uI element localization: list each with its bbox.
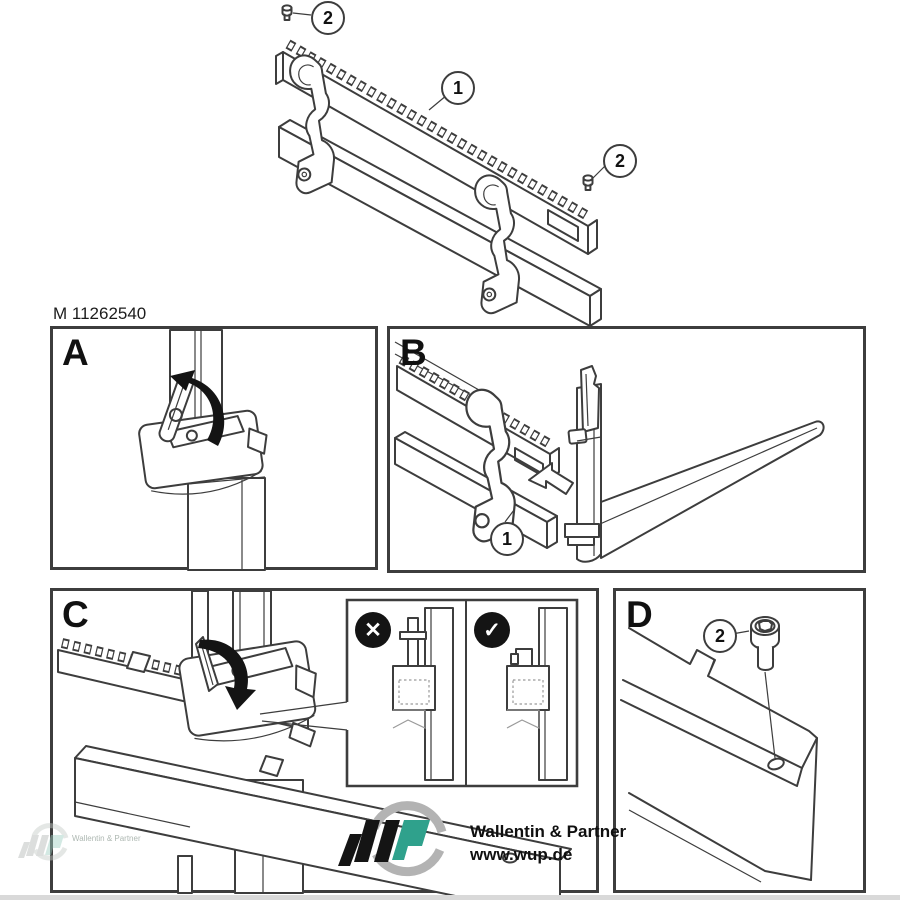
- panel-a-drawing: [138, 329, 268, 571]
- latch-lever: [158, 374, 195, 443]
- callout-2-top: 2: [311, 1, 345, 35]
- scan-edge-strip: [0, 895, 900, 900]
- brand-website: www.wup.de: [470, 845, 573, 864]
- inset-wrong-cell: [392, 607, 454, 781]
- latch-housing: [178, 640, 317, 748]
- screw-icon: [750, 616, 780, 759]
- panel-d-drawing: [620, 616, 818, 883]
- panel-b-letter: B: [400, 332, 427, 373]
- insert-arrow-icon: [528, 462, 574, 495]
- toothed-rail: [275, 39, 598, 255]
- detail-inset: [259, 598, 579, 788]
- bar-end: [620, 627, 818, 883]
- panel-b-drawing: [394, 341, 825, 563]
- panel-d-callout-2: 2: [703, 619, 737, 653]
- carrier-bar: [74, 745, 572, 900]
- pallet-fork: [564, 365, 825, 563]
- brand-company: Wallentin & Partner: [470, 822, 627, 841]
- callout-2-right: 2: [603, 144, 637, 178]
- panel-c-letter: C: [62, 594, 89, 635]
- check-icon: ✓: [474, 612, 510, 648]
- latch-lever: [195, 636, 219, 692]
- wp-logo-icon: [338, 801, 447, 877]
- watermark-logo-icon: [18, 823, 69, 861]
- hook-clamp: [465, 388, 516, 543]
- panel-c-drawing: [57, 590, 579, 900]
- wrong-icon: ✕: [355, 612, 391, 648]
- panel-d-letter: D: [626, 594, 653, 635]
- panel-d: [613, 588, 866, 893]
- rotate-arrow-icon: [170, 370, 225, 446]
- panel-a-letter: A: [62, 332, 89, 373]
- inset-right-cell: [506, 607, 568, 781]
- watermark-text: Wallentin & Partner: [72, 834, 141, 843]
- part-number: M 11262540: [53, 304, 147, 323]
- screw-icon: [281, 4, 293, 22]
- close-arrow-icon: [198, 639, 256, 710]
- screw-icon: [582, 174, 594, 191]
- panel-b-callout-1: 1: [490, 522, 524, 556]
- callout-1: 1: [441, 71, 475, 105]
- top-assembly-drawing: [275, 4, 607, 327]
